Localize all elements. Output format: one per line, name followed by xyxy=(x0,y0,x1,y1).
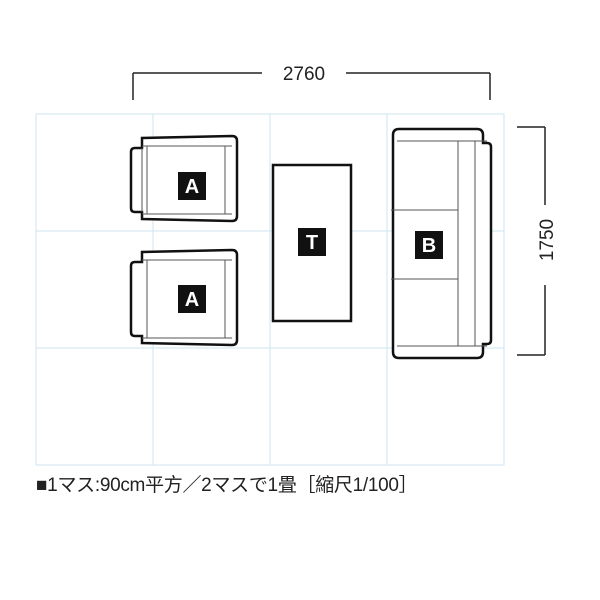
scale-caption: ■1マス:90cm平方／2マスで1畳［縮尺1/100］ xyxy=(36,475,418,496)
sofa-b: B xyxy=(391,127,493,360)
label-badge-t xyxy=(298,228,326,256)
table-t: T xyxy=(271,163,353,323)
label-a-top: A xyxy=(185,176,199,198)
width-label: 2760 xyxy=(283,64,325,85)
armchair-a-bottom: A xyxy=(129,248,239,347)
label-b: B xyxy=(422,235,436,257)
label-a-bottom: A xyxy=(185,289,199,311)
label-badge-a-top xyxy=(178,172,206,200)
width-dimension xyxy=(132,72,491,100)
depth-dimension xyxy=(517,126,546,356)
label-badge-a-bottom xyxy=(178,285,206,313)
depth-label: 1750 xyxy=(537,219,558,261)
label-t: T xyxy=(306,232,318,254)
label-badge-b xyxy=(415,231,443,259)
armchair-a-top: A xyxy=(129,134,239,223)
